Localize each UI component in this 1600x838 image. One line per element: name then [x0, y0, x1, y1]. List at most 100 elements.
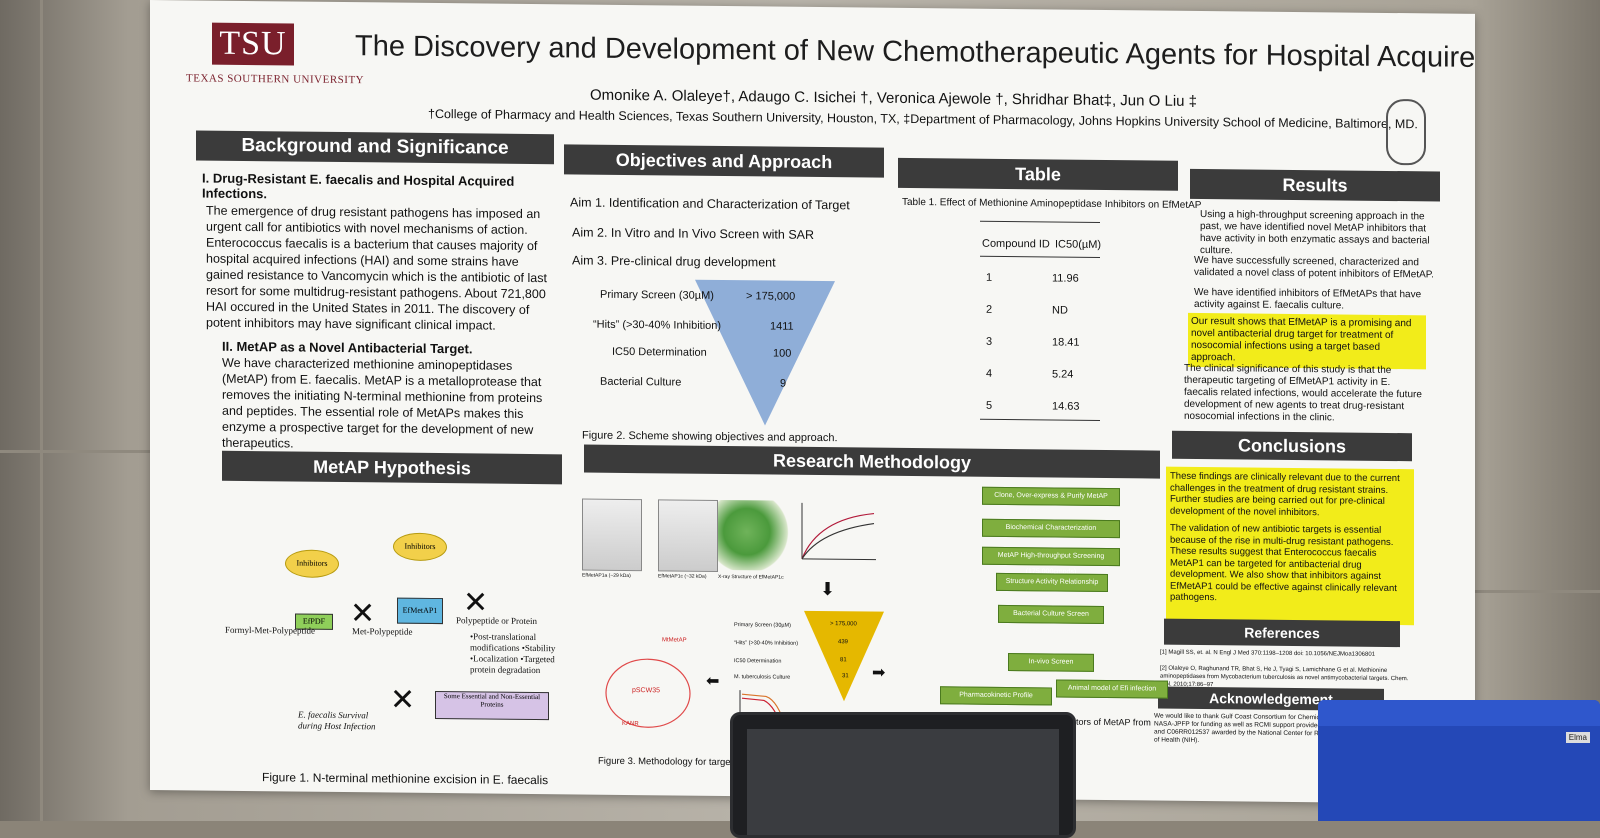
gel-image-2	[658, 499, 718, 572]
conclusions-bullet-2: The validation of new antibiotic targets…	[1170, 522, 1397, 604]
jhu-seal-icon	[1386, 98, 1426, 166]
poster-affiliations: †College of Pharmacy and Health Sciences…	[428, 106, 1418, 132]
plasmid-gene-label: MtMetAP	[662, 637, 687, 644]
background-paragraph-2: We have characterized methionine aminope…	[222, 355, 543, 451]
xray-label: X-ray Structure of EfMetAP1c	[718, 573, 784, 581]
funnel-value-3: 100	[773, 347, 792, 360]
background-header: Background and Significance	[196, 130, 554, 165]
flow-step-3: MetAP High-throughput Screening (175,000…	[982, 546, 1120, 576]
m-funnel-label-4: M. tuberculosis Culture	[734, 674, 791, 681]
figure-2-caption: Figure 2. Scheme showing objectives and …	[582, 429, 838, 445]
figure-3-caption: Figure 3. Methodology for target	[598, 755, 734, 769]
table-col-ic50: IC50(µM)	[1055, 238, 1102, 251]
tablet-device	[730, 712, 1076, 838]
funnel-label-4: Bacterial Culture	[600, 375, 682, 389]
university-name: TEXAS SOUTHERN UNIVERSITY	[186, 72, 365, 87]
results-bullet-1: Using a high-throughput screening approa…	[1200, 208, 1430, 257]
table-caption: Table 1. Effect of Methionine Aminopepti…	[902, 196, 1202, 212]
conclusions-bullet-1: These findings are clinically relevant d…	[1170, 470, 1400, 518]
table-bottom-rule	[980, 418, 1100, 421]
results-bullet-2: We have successfully screened, character…	[1194, 254, 1434, 281]
formyl-label: Formyl-Met-Polypeptide	[225, 624, 315, 636]
conclusions-header: Conclusions	[1172, 430, 1412, 462]
left-arrow-icon: ⬅	[706, 672, 720, 690]
results-header: Results	[1190, 168, 1440, 202]
table-row-5-ic50: 14.63	[1052, 400, 1080, 413]
m-funnel-label-2: “Hits” (>30-40% Inhibition)	[734, 640, 799, 647]
essential-proteins-box: Some Essential and Non-Essential Protein…	[435, 690, 549, 721]
flow-step-2: Biochemical Characterization	[982, 518, 1120, 539]
plasmid-label: pSCW35	[632, 687, 661, 695]
table-row-2-ic50: ND	[1052, 304, 1068, 317]
hypothesis-x-mark: ✕	[390, 683, 416, 717]
tablet-screen	[747, 729, 1059, 835]
funnel-label-1: Primary Screen (30µM)	[600, 288, 714, 302]
flow-step-7: Pharmacokinetic Profile	[940, 686, 1052, 706]
hypothesis-x-mark: ✕	[350, 597, 376, 631]
m-funnel-value-1: > 175,000	[830, 621, 857, 628]
m-funnel-value-4: 31	[842, 673, 849, 680]
wall-tile-line	[0, 450, 150, 453]
bin-label: Elma	[1565, 732, 1590, 743]
poster-title: The Discovery and Development of New Che…	[355, 30, 1475, 75]
down-arrow-icon: ⬇	[820, 579, 836, 600]
survival-label: E. faecalis Survival during Host Infecti…	[298, 709, 376, 732]
blue-storage-bin: Elma	[1318, 700, 1600, 821]
table-header: Table	[898, 157, 1178, 191]
table-row-1-ic50: 11.96	[1052, 272, 1079, 285]
right-arrow-icon: ➡	[872, 664, 886, 682]
flow-step-1: Clone, Over-express & Purify MetAP	[982, 486, 1120, 507]
background-paragraph-1: The emergence of drug resistant pathogen…	[206, 203, 547, 333]
poster-authors: Omonike A. Olaleye†, Adaugo C. Isichei †…	[590, 86, 1198, 110]
table-row-5-id: 5	[986, 399, 993, 412]
funnel-label-2: “Hits” (>30-40% Inhibition)	[593, 318, 722, 332]
hypothesis-x-mark: ✕	[463, 586, 489, 620]
modifications-list: •Post-translational modifications •Stabi…	[470, 631, 556, 676]
m-funnel-label-1: Primary Screen (30µM)	[734, 622, 791, 629]
table-col-compound: Compound ID	[982, 237, 1050, 251]
funnel-value-4: 9	[780, 377, 787, 390]
background-subtitle-1: I. Drug-Resistant E. faecalis and Hospit…	[202, 170, 515, 202]
efmetap-box: EfMetAP1	[397, 597, 443, 625]
bin-lid	[1318, 700, 1600, 726]
m-funnel-value-3: 81	[840, 657, 847, 664]
m-funnel-value-2: 439	[838, 639, 849, 646]
kinetics-plot	[801, 502, 876, 561]
results-bullet-3: We have identified inhibitors of EfMetAP…	[1194, 286, 1422, 312]
reference-1: [1] Magill SS, et. al. N Engl J Med 370:…	[1160, 649, 1376, 658]
funnel-label-3: IC50 Determination	[612, 345, 707, 359]
objectives-header: Objectives and Approach	[564, 144, 884, 178]
flow-step-5: Bacterial Culture Screen	[998, 604, 1104, 624]
table-row-2-id: 2	[986, 303, 993, 316]
funnel-value-1: > 175,000	[746, 290, 796, 303]
table-header-rule	[980, 255, 1100, 258]
methodology-header: Research Methodology	[584, 444, 1160, 479]
tsu-logo: TSU	[212, 22, 294, 66]
poster: TSU TEXAS SOUTHERN UNIVERSITY The Discov…	[150, 0, 1475, 804]
funnel-value-2: 1411	[770, 320, 794, 333]
flow-step-8: Animal model of Efi infection	[1056, 679, 1168, 699]
table-row-3-ic50: 18.41	[1052, 336, 1080, 349]
gel-label-2: EfMetAP1c (~32 kDa)	[658, 573, 707, 580]
wall-tile-line	[1475, 590, 1600, 593]
aim-1: Aim 1. Identification and Characterizati…	[570, 195, 850, 213]
inhibitors-oval-1: Inhibitors	[285, 549, 339, 578]
flow-step-6: In-vivo Screen	[1008, 652, 1094, 672]
results-bullet-4-highlight: Our result shows that EfMetAP is a promi…	[1188, 312, 1426, 370]
inhibitors-oval-2: Inhibitors	[393, 532, 447, 562]
m-funnel-label-3: IC50 Determination	[734, 658, 782, 665]
aim-2: Aim 2. In Vitro and In Vivo Screen with …	[572, 225, 815, 242]
table-row-1-id: 1	[986, 271, 993, 284]
table-row-3-id: 3	[986, 335, 993, 348]
xray-structure-image	[718, 499, 790, 571]
hypothesis-header: MetAP Hypothesis	[222, 450, 562, 485]
gel-label-1: EfMetAP1a (~29 kDa)	[582, 572, 631, 580]
table-row-4-id: 4	[986, 367, 993, 380]
wall-tile-line	[40, 0, 43, 821]
flow-step-4: Structure Activity Relationship	[996, 572, 1108, 593]
plasmid-map	[605, 658, 691, 728]
gel-image-1	[582, 498, 642, 572]
table-row-4-ic50: 5.24	[1052, 368, 1074, 381]
plasmid-kan-label: KANR	[622, 720, 639, 728]
results-bullet-5: The clinical significance of this study …	[1184, 362, 1422, 424]
